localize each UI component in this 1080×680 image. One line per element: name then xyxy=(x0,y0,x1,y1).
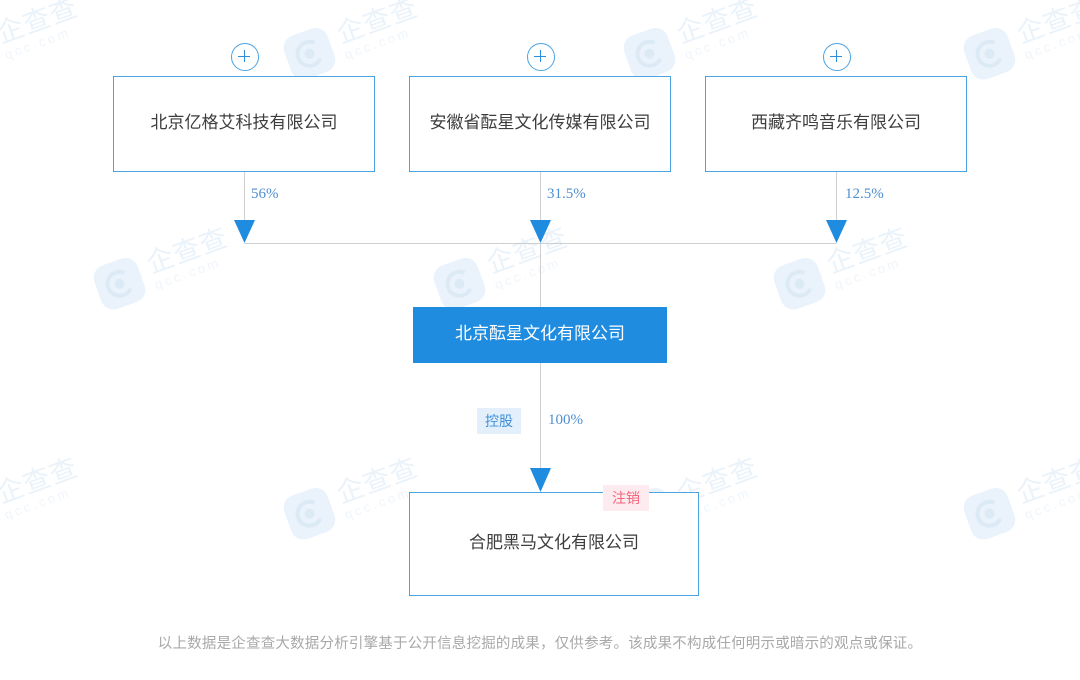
node-parent-3[interactable]: 西藏齐鸣音乐有限公司 xyxy=(705,76,967,172)
node-parent-1[interactable]: 北京亿格艾科技有限公司 xyxy=(113,76,375,172)
node-root[interactable]: 北京酝星文化有限公司 xyxy=(413,307,667,363)
percent-parent-2: 31.5% xyxy=(547,186,586,202)
percent-parent-3: 12.5% xyxy=(845,186,884,202)
node-child-1-label: 合肥黑马文化有限公司 xyxy=(469,533,639,554)
node-parent-2[interactable]: 安徽省酝星文化传媒有限公司 xyxy=(409,76,671,172)
relation-tag-holding: 控股 xyxy=(477,408,521,434)
node-parent-1-label: 北京亿格艾科技有限公司 xyxy=(150,113,338,134)
node-root-label: 北京酝星文化有限公司 xyxy=(455,324,625,345)
node-parent-3-label: 西藏齐鸣音乐有限公司 xyxy=(751,113,921,134)
plus-icon[interactable] xyxy=(231,43,259,71)
percent-child-1: 100% xyxy=(548,412,583,428)
percent-parent-1: 56% xyxy=(251,186,279,202)
node-child-1[interactable]: 合肥黑马文化有限公司 xyxy=(409,492,699,596)
node-parent-2-label: 安徽省酝星文化传媒有限公司 xyxy=(429,113,651,134)
plus-icon[interactable] xyxy=(823,43,851,71)
plus-icon[interactable] xyxy=(527,43,555,71)
status-badge: 注销 xyxy=(603,485,649,511)
footer-disclaimer: 以上数据是企查查大数据分析引擎基于公开信息挖掘的成果，仅供参考。该成果不构成任何… xyxy=(157,636,923,652)
